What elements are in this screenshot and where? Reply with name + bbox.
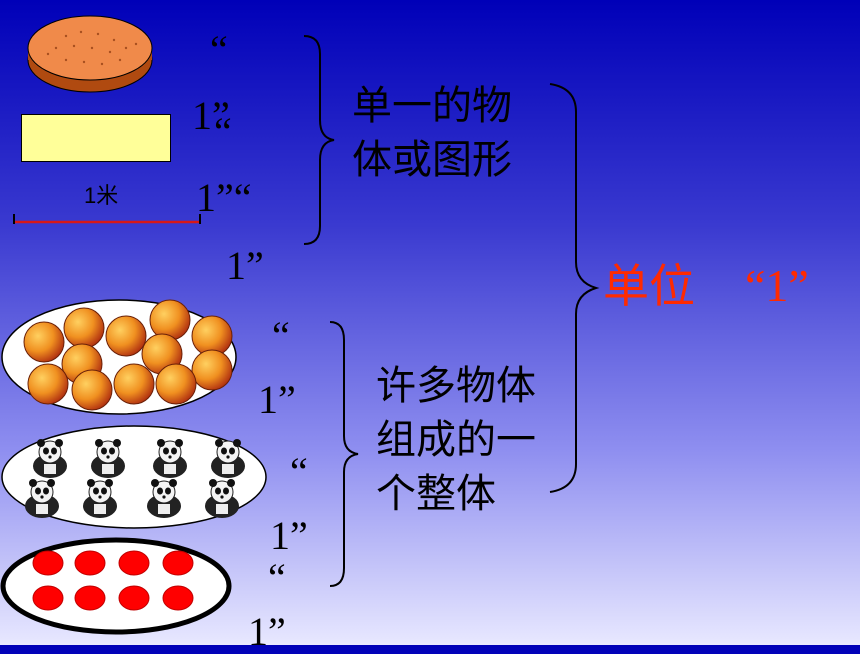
quote-close-5: 1”	[270, 513, 308, 558]
meter-segment	[13, 214, 201, 224]
multi-label-line3: 个整体	[376, 471, 496, 517]
single-label-line1: 单一的物	[352, 83, 512, 129]
quote-close-open-1: 1”	[192, 93, 230, 138]
quote-close-open-2: 1”“	[196, 175, 252, 220]
quote-open-4: “	[272, 313, 290, 358]
multi-label-line2: 组成的一	[376, 417, 536, 463]
peach-icon	[23, 299, 233, 411]
quote-open-1: “	[210, 27, 228, 72]
red-dot-icon	[32, 550, 194, 611]
meter-label: 1米	[84, 183, 119, 208]
unit-one: “1”	[745, 260, 809, 311]
quote-close-6: 1”	[248, 609, 286, 654]
brace-multi	[329, 321, 359, 587]
unit-title: 单位	[603, 259, 695, 313]
quote-close-3: 1”	[226, 243, 264, 288]
quote-open-2: “	[214, 109, 232, 154]
pandas-group	[1, 425, 267, 529]
quote-close-4: 1”	[258, 377, 296, 422]
peaches-group	[1, 299, 237, 415]
brace-combined	[549, 83, 600, 493]
brace-single	[303, 35, 335, 245]
cake-icon	[27, 15, 153, 93]
single-label-line2: 体或图形	[352, 137, 512, 183]
multi-label-line1: 许多物体	[376, 363, 536, 409]
quote-open-5: “	[290, 449, 308, 494]
yellow-rectangle	[21, 114, 171, 162]
red-dots-group	[0, 537, 232, 635]
quote-open-6: “	[268, 555, 286, 600]
